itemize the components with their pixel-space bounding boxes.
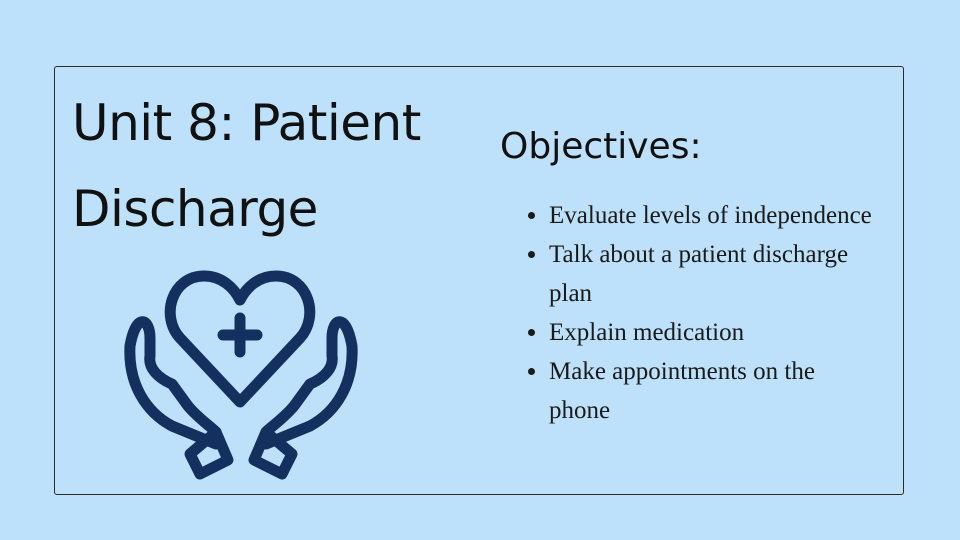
list-item: Make appointments on the phone [528,352,879,430]
objectives-heading: Objectives: [500,126,702,167]
list-item: Explain medication [528,313,879,352]
slide-title: Unit 8: Patient Discharge [72,94,421,238]
objectives-list: Evaluate levels of independence Talk abo… [528,196,879,430]
list-item: Evaluate levels of independence [528,196,879,235]
hands-heart-plus-icon [116,264,366,486]
list-item: Talk about a patient discharge plan [528,235,879,313]
